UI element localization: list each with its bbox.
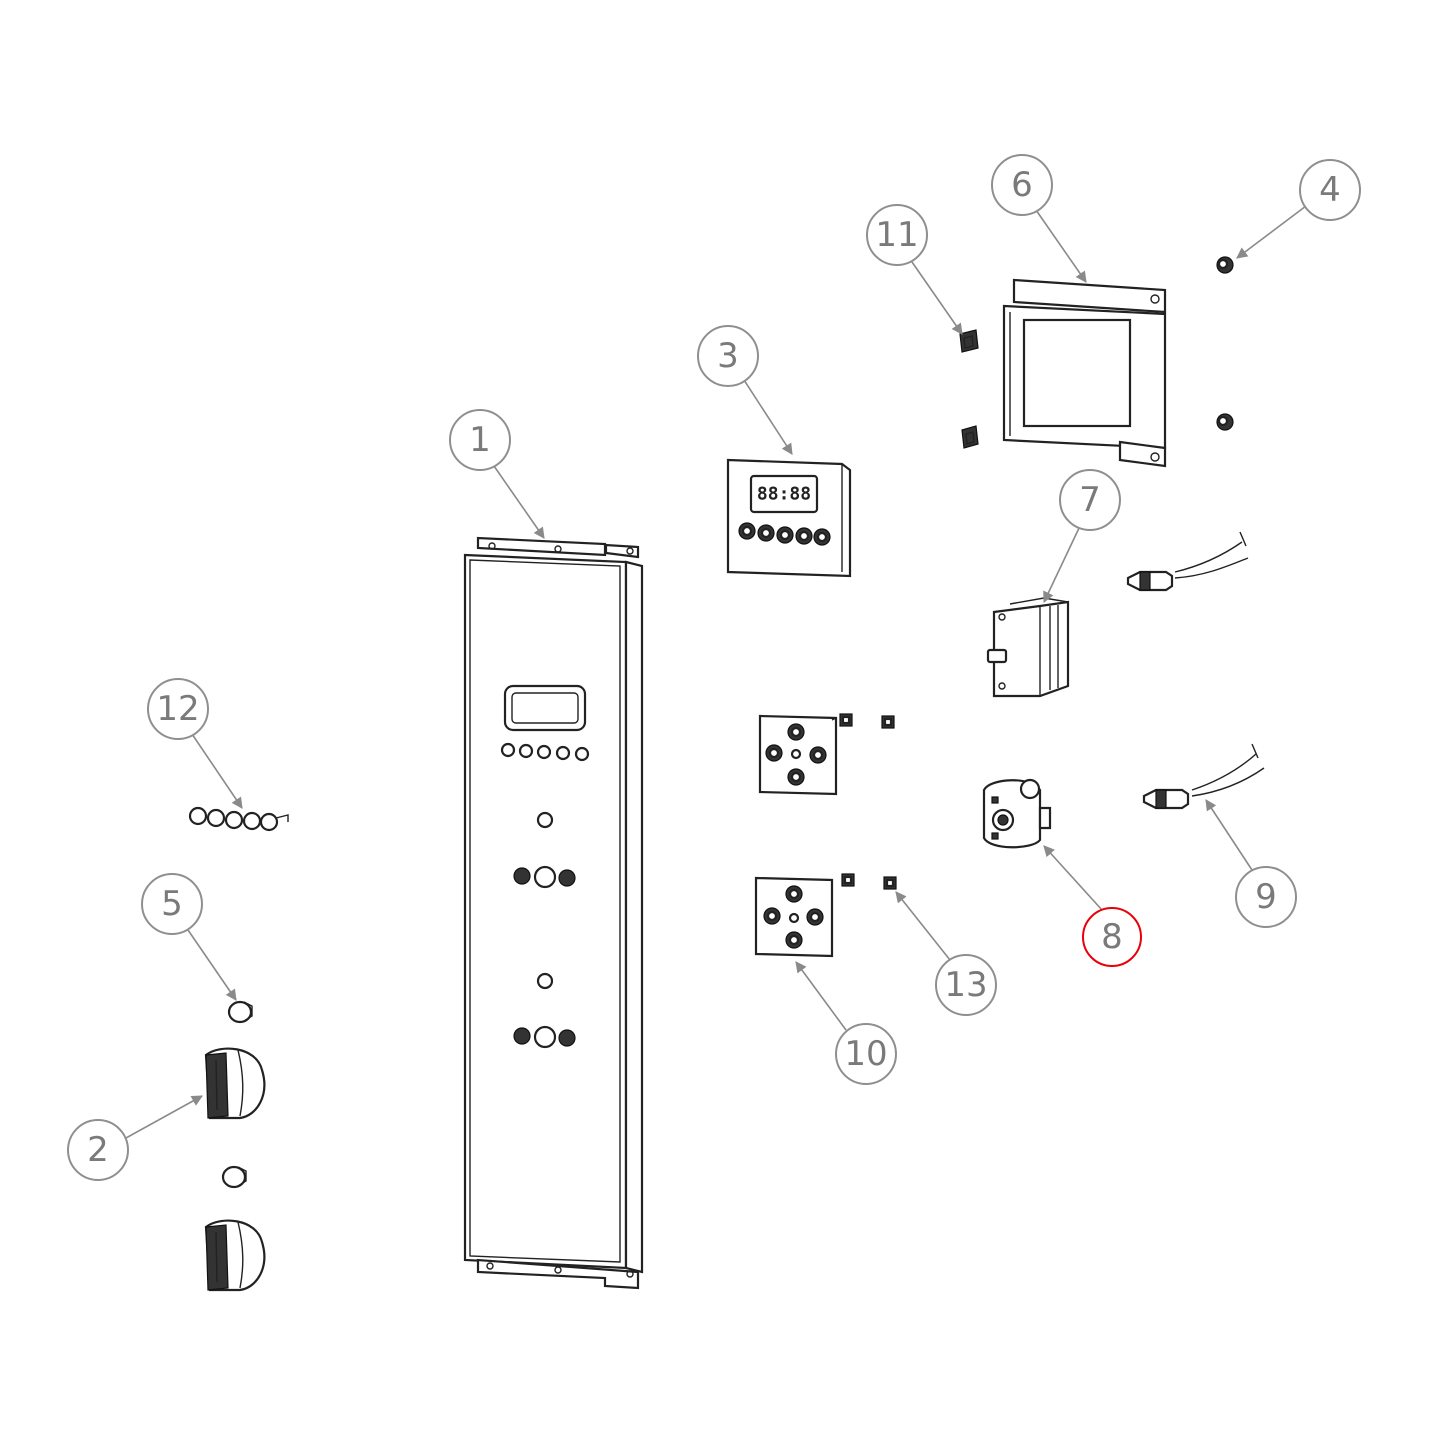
control-panel-part[interactable] [463,536,644,1290]
small-nut-part[interactable] [839,713,897,890]
callout-11[interactable]: 11 [866,204,928,266]
callout-label: 9 [1255,877,1277,917]
timer-module-part[interactable]: 88:88 [726,458,852,578]
callout-label: 8 [1101,917,1123,957]
callout-label: 12 [156,689,199,729]
callout-12[interactable]: 12 [147,678,209,740]
clip-part[interactable] [959,329,979,449]
knob-part-lower[interactable] [204,1219,266,1292]
selector-switch-part[interactable] [986,597,1070,698]
screw-set-part[interactable] [188,806,289,832]
leader-lines [125,205,1307,1139]
callout-label: 10 [844,1034,887,1074]
mounting-plate-part[interactable] [758,714,838,796]
callout-label: 13 [944,965,987,1005]
callout-10[interactable]: 10 [835,1023,897,1085]
callout-label: 5 [161,884,183,924]
spindle-adapter-part[interactable] [221,1000,253,1189]
callout-label: 6 [1011,165,1033,205]
callout-13[interactable]: 13 [935,954,997,1016]
knob-part[interactable] [204,1047,266,1120]
callout-9[interactable]: 9 [1235,866,1297,928]
callout-5[interactable]: 5 [141,873,203,935]
thermocouple-lead-part[interactable] [1126,531,1249,592]
callout-8[interactable]: 8 [1082,907,1142,967]
thermostat-part[interactable] [982,778,1052,849]
callout-label: 11 [875,215,918,255]
timer-display-text: 88:88 [757,484,811,505]
callout-label: 2 [87,1130,109,1170]
callout-2[interactable]: 2 [67,1119,129,1181]
callout-7[interactable]: 7 [1059,469,1121,531]
callout-3[interactable]: 3 [697,325,759,387]
callout-6[interactable]: 6 [991,154,1053,216]
nut-part[interactable] [1216,256,1234,431]
callout-label: 4 [1319,170,1341,210]
callout-label: 1 [469,420,491,460]
callout-1[interactable]: 1 [449,409,511,471]
thermocouple-part[interactable] [1142,743,1265,810]
callout-label: 7 [1079,480,1101,520]
mounting-plate-part-lower[interactable] [754,876,834,958]
callout-label: 3 [717,336,739,376]
window-frame-part[interactable] [1002,278,1167,468]
callout-4[interactable]: 4 [1299,159,1361,221]
